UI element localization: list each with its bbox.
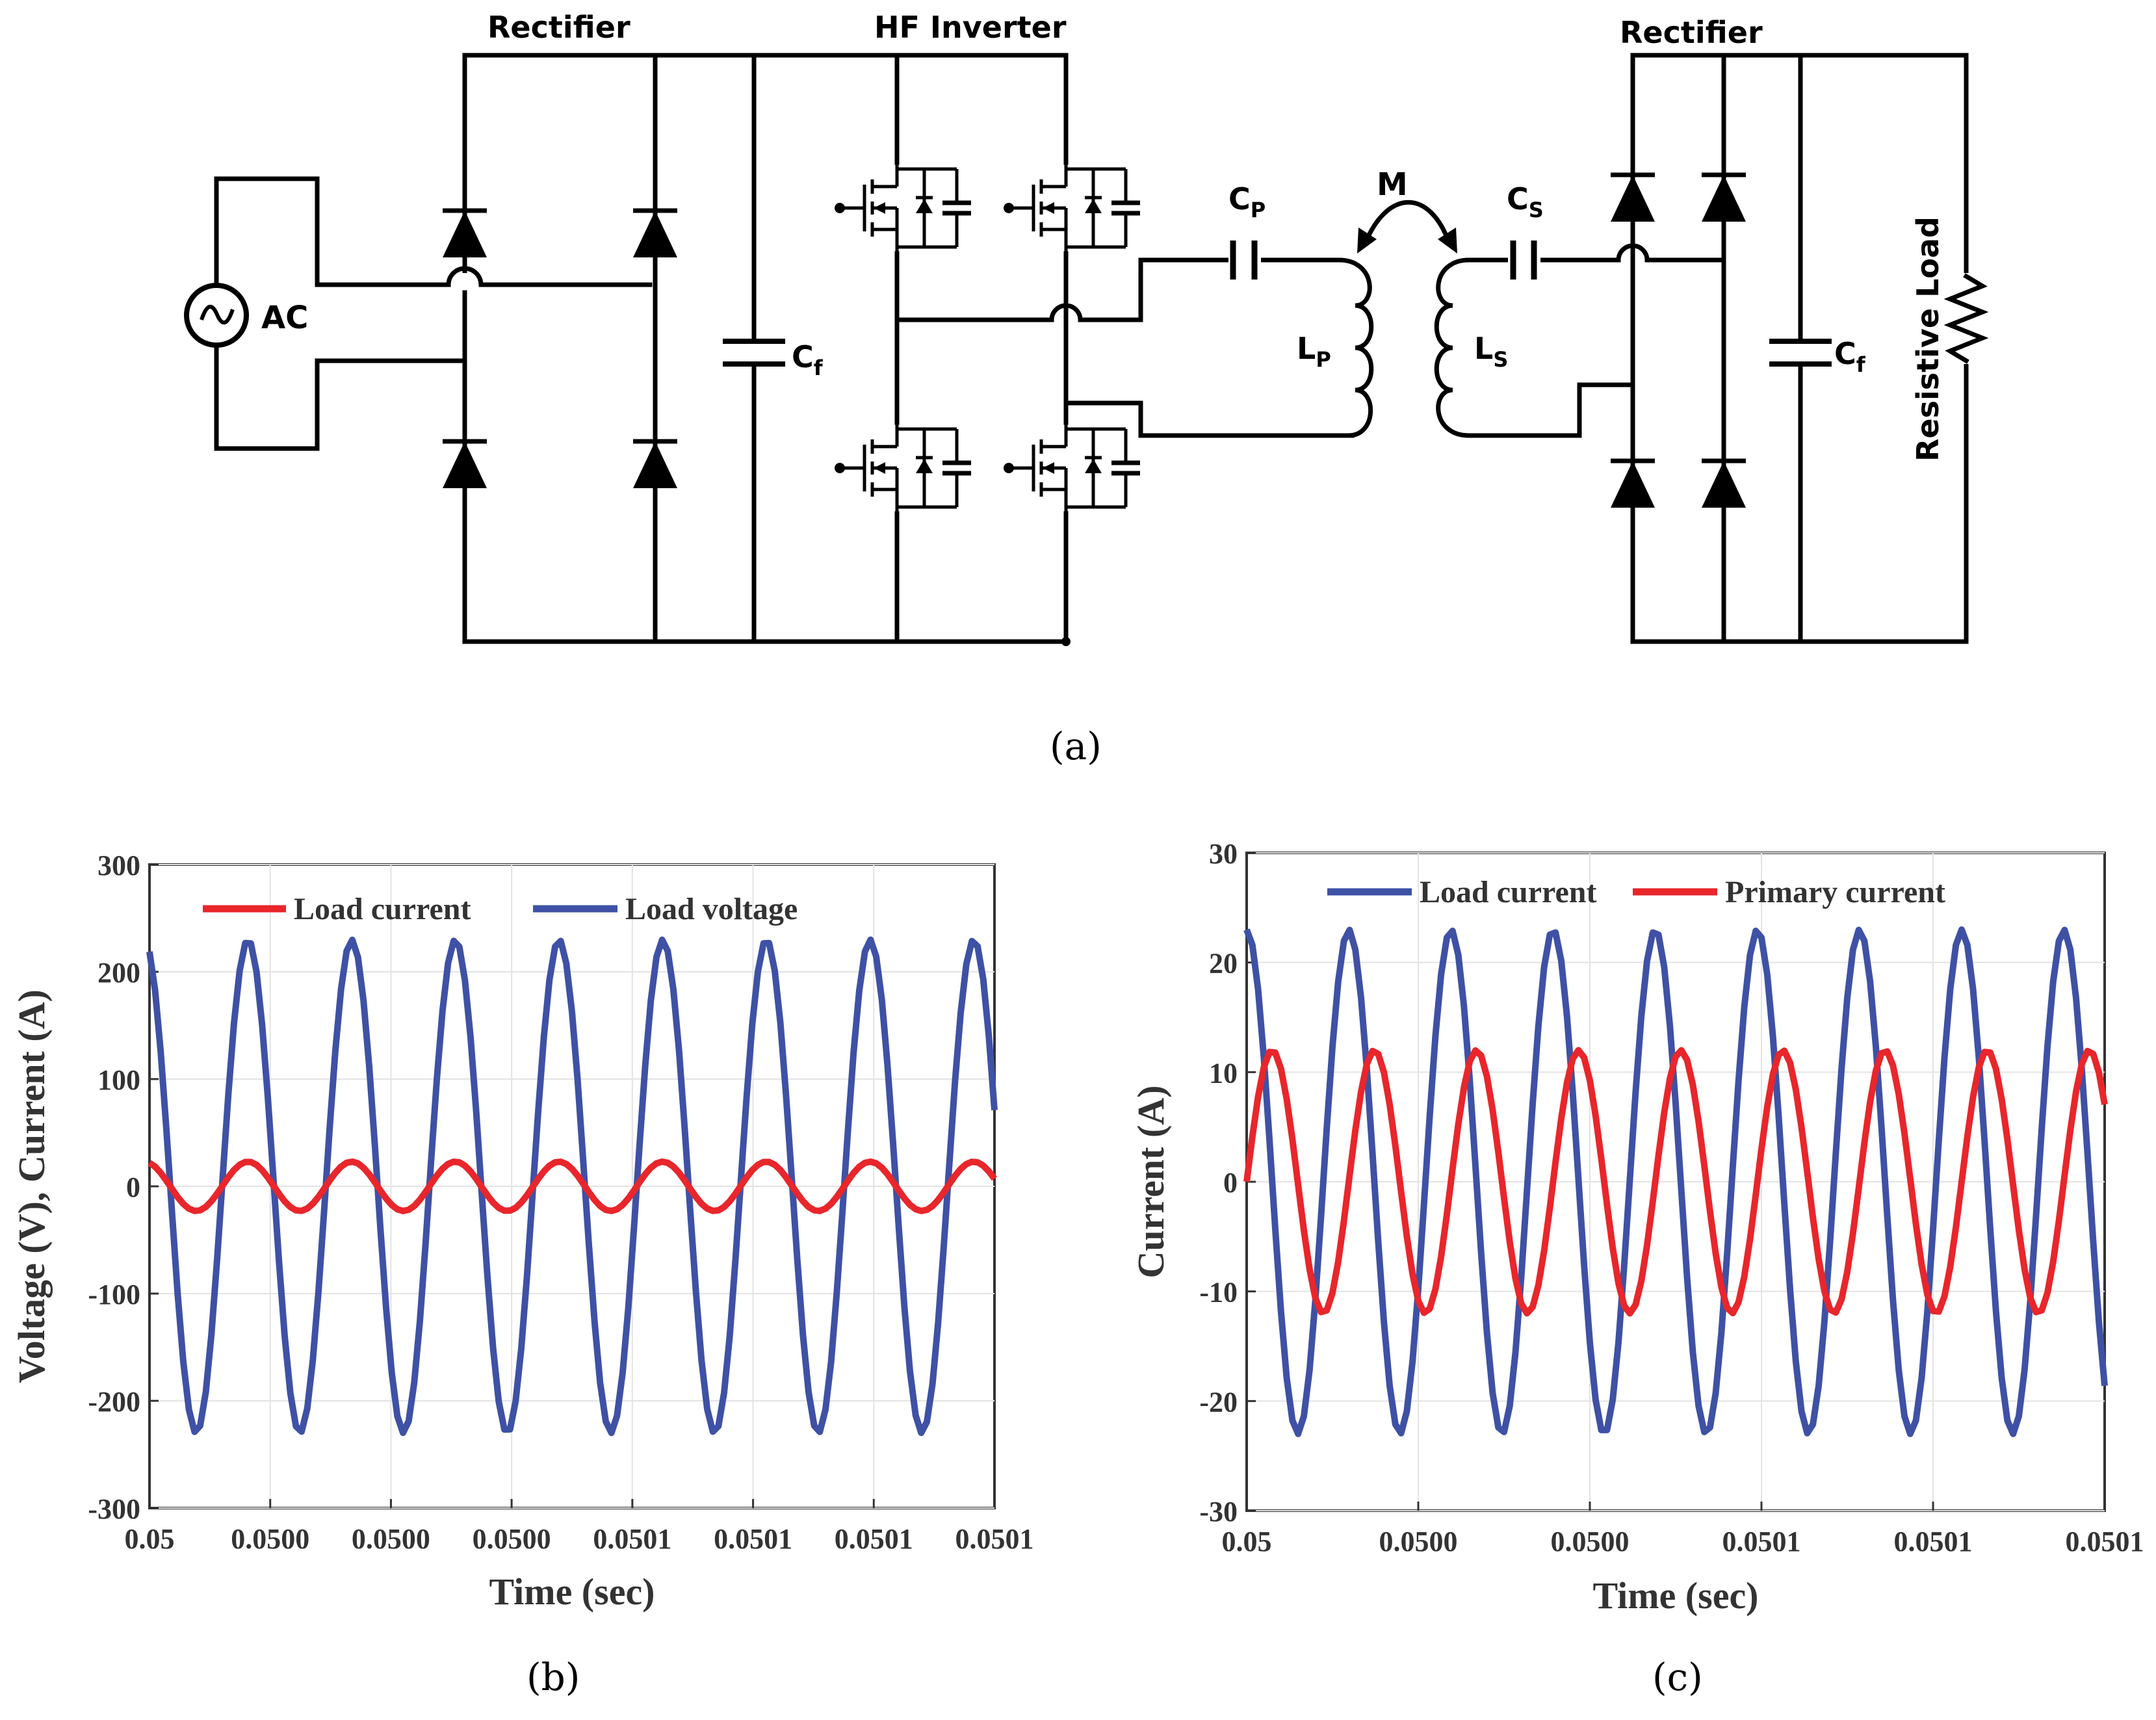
x-axis-label: Time (sec) (1593, 1574, 1759, 1617)
caption-a: (a) (1050, 724, 1102, 768)
ac-source-icon (184, 283, 249, 348)
cp-label: CP (1228, 181, 1266, 222)
y-tick-label: 20 (1209, 948, 1238, 980)
series-line-load-current (1243, 926, 2108, 1437)
x-tick-label: 0.0501 (835, 1523, 913, 1555)
mosfet-icon (835, 423, 971, 514)
y-tick-label: -200 (88, 1386, 140, 1418)
series-line-load-voltage (146, 936, 998, 1437)
mutual-arrow-icon (1362, 200, 1452, 245)
resistor-icon (1943, 273, 1989, 364)
inductor-icon (1336, 257, 1374, 438)
y-tick-label: 0 (1223, 1167, 1238, 1199)
diode-icon (443, 441, 487, 488)
legend: Load current Primary current (1327, 875, 1945, 909)
series-line-load-current (148, 1158, 997, 1214)
legend-label: Load current (1420, 875, 1596, 909)
rectifier-right-label: Rectifier (1620, 15, 1763, 50)
x-tick-label: 0.05 (1222, 1526, 1272, 1557)
x-tick-label: 0.0500 (231, 1523, 309, 1555)
cs-label: CS (1507, 181, 1544, 222)
y-tick-label: 0 (126, 1171, 140, 1203)
ac-label: AC (261, 300, 308, 336)
diode-icon (1702, 461, 1746, 508)
y-tick-label: -10 (1199, 1277, 1238, 1309)
caption-b: (b) (526, 1655, 580, 1699)
x-tick-label: 0.0500 (1551, 1526, 1630, 1557)
x-tick-label: 0.05 (125, 1523, 175, 1555)
y-tick-label: 200 (97, 957, 140, 989)
y-tick-label: -300 (88, 1493, 140, 1525)
diode-icon (443, 211, 487, 257)
mosfet-icon (1004, 163, 1140, 254)
mutual-label: M (1377, 166, 1408, 203)
y-tick-label: 300 (97, 850, 140, 881)
series-lines (146, 936, 998, 1437)
grid (149, 863, 994, 1509)
cf-left-label: Cf (792, 339, 824, 380)
y-tick-label: -30 (1199, 1496, 1238, 1528)
x-tick-label: 0.0501 (2066, 1526, 2144, 1557)
tick-labels: 30 20 10 0 -10 -20 -300.05 0.0500 0.0500 0.0501 0.… (1199, 838, 2144, 1557)
y-tick-label: 30 (1209, 838, 1238, 870)
legend-label: Load voltage (625, 892, 798, 926)
series-lines (1243, 926, 2108, 1437)
mosfet-icon (835, 163, 971, 254)
caption-c: (c) (1652, 1655, 1703, 1699)
x-axis-label: Time (sec) (489, 1570, 655, 1613)
wire (214, 176, 653, 288)
cf-right-label: Cf (1834, 336, 1866, 377)
x-tick-label: 0.0500 (1379, 1526, 1458, 1557)
diode-icon (1611, 175, 1655, 222)
wire-jump (446, 266, 484, 287)
x-tick-label: 0.0500 (473, 1523, 551, 1555)
diode-icon (1611, 461, 1655, 508)
x-tick-label: 0.0501 (593, 1523, 671, 1555)
legend-label: Primary current (1725, 875, 1945, 909)
x-tick-label: 0.0501 (1894, 1526, 1973, 1557)
chart-c: 30 20 10 0 -10 -20 -300.05 0.0500 0.0500 0.0501 0.… (1130, 838, 2144, 1699)
diode-icon (633, 211, 677, 257)
series-line-primary-current (1243, 1047, 2108, 1317)
x-tick-label: 0.0501 (955, 1523, 1034, 1555)
load-label: Resistive Load (1910, 216, 1945, 462)
hf-inverter-label: HF Inverter (874, 10, 1067, 45)
x-tick-label: 0.0501 (714, 1523, 792, 1555)
y-tick-label: 100 (97, 1064, 140, 1096)
legend-label: Load current (294, 892, 471, 926)
mosfet-icon (1004, 423, 1140, 514)
x-tick-label: 0.0501 (1722, 1526, 1801, 1557)
lp-label: LP (1297, 331, 1331, 372)
y-axis-label: Voltage (V), Current (A) (10, 989, 53, 1383)
rectifier-left-label: Rectifier (487, 10, 630, 45)
wire-jump (1049, 303, 1083, 322)
x-tick-label: 0.0500 (352, 1523, 430, 1555)
grid (1247, 852, 2105, 1512)
diode-icon (633, 441, 677, 488)
legend: Load current Load voltage (203, 892, 798, 926)
y-axis-label: Current (A) (1130, 1086, 1172, 1279)
wire (214, 343, 467, 451)
inductor-icon (1434, 257, 1472, 438)
circuit-diagram: AC Rectifier Cf HF Inverter (184, 10, 1989, 768)
y-tick-label: -100 (88, 1279, 140, 1310)
y-tick-label: 10 (1209, 1057, 1238, 1089)
diode-icon (1702, 175, 1746, 222)
y-tick-label: -20 (1199, 1386, 1238, 1418)
ls-label: LS (1474, 331, 1508, 372)
